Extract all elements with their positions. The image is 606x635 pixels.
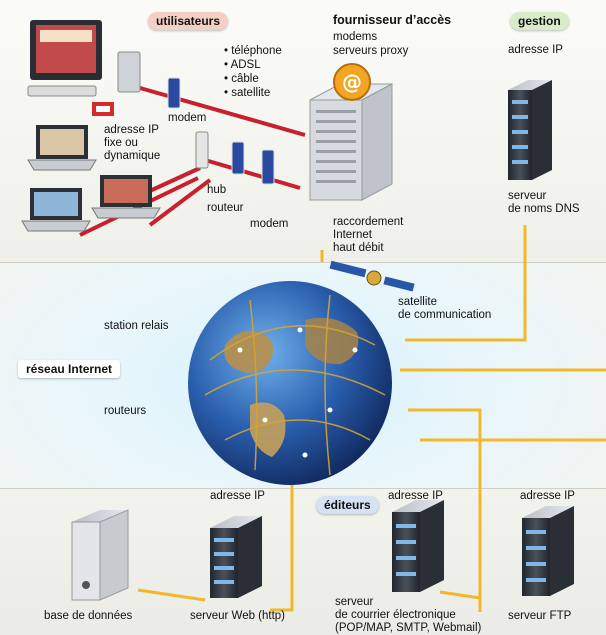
- desktop-computer-icon: [27, 20, 141, 97]
- ftp-ip-address-label: adresse IP: [520, 490, 575, 502]
- ip-address-badge-icon: [92, 102, 114, 116]
- user-ip-address-label: adresse IP fixe ou dynamique: [104, 124, 161, 162]
- globe-icon: [188, 281, 392, 485]
- routers-label: routeurs: [104, 405, 147, 417]
- section-divider: [0, 488, 606, 489]
- dns-server-label: serveur de noms DNS: [508, 190, 580, 215]
- database-server-icon: [71, 509, 129, 601]
- management-section-tag: gestion: [510, 12, 569, 30]
- dns-server-icon: [508, 80, 552, 180]
- database-label: base de données: [44, 610, 133, 622]
- hub-label: hub: [207, 184, 227, 196]
- modem-label: modem: [168, 112, 207, 124]
- connection-type-item: • satellite: [224, 87, 271, 99]
- internet-network-tag: réseau Internet: [18, 360, 121, 378]
- satellite-label: satellite de communication: [398, 296, 492, 321]
- web-server-icon: [210, 516, 262, 598]
- router-label: routeur: [207, 202, 244, 214]
- ftp-server-icon: [522, 506, 574, 596]
- svg-text:@: @: [342, 70, 362, 94]
- access-provider-line: modems: [333, 31, 378, 43]
- access-provider-server-icon: [309, 83, 393, 201]
- at-sign-icon: @: [333, 63, 371, 101]
- satellite-icon: [329, 260, 415, 292]
- mail-ip-address-label: adresse IP: [388, 490, 443, 502]
- mail-server-icon: [392, 500, 444, 592]
- laptop-icon: [27, 125, 97, 171]
- laptop-icon: [91, 175, 161, 219]
- ftp-server-label: serveur FTP: [508, 610, 572, 622]
- access-provider-title: fournisseur d’accès: [333, 13, 452, 27]
- connection-type-item: • ADSL: [224, 59, 261, 71]
- modem-label: modem: [250, 218, 289, 230]
- laptop-icon: [21, 188, 91, 232]
- modem-icon: [261, 149, 275, 185]
- hub-icon: [195, 131, 209, 169]
- web-server-label: serveur Web (http): [190, 610, 286, 622]
- users-section-tag: utilisateurs: [148, 12, 229, 30]
- connection-type-item: • câble: [224, 73, 259, 85]
- publishers-section-tag: éditeurs: [316, 496, 379, 514]
- network-connection-lines: [137, 225, 606, 612]
- access-provider-line: serveurs proxy: [333, 45, 409, 57]
- relay-station-label: station relais: [104, 320, 169, 332]
- management-ip-address-label: adresse IP: [508, 44, 563, 56]
- connection-label: raccordement Internet haut débit: [333, 216, 404, 254]
- connection-type-item: • téléphone: [224, 45, 282, 57]
- mail-server-label: serveur de courrier électronique (POP/MA…: [335, 596, 482, 634]
- web-ip-address-label: adresse IP: [210, 490, 265, 502]
- router-icon: [231, 141, 245, 175]
- section-divider: [0, 262, 606, 263]
- modem-icon: [167, 77, 181, 109]
